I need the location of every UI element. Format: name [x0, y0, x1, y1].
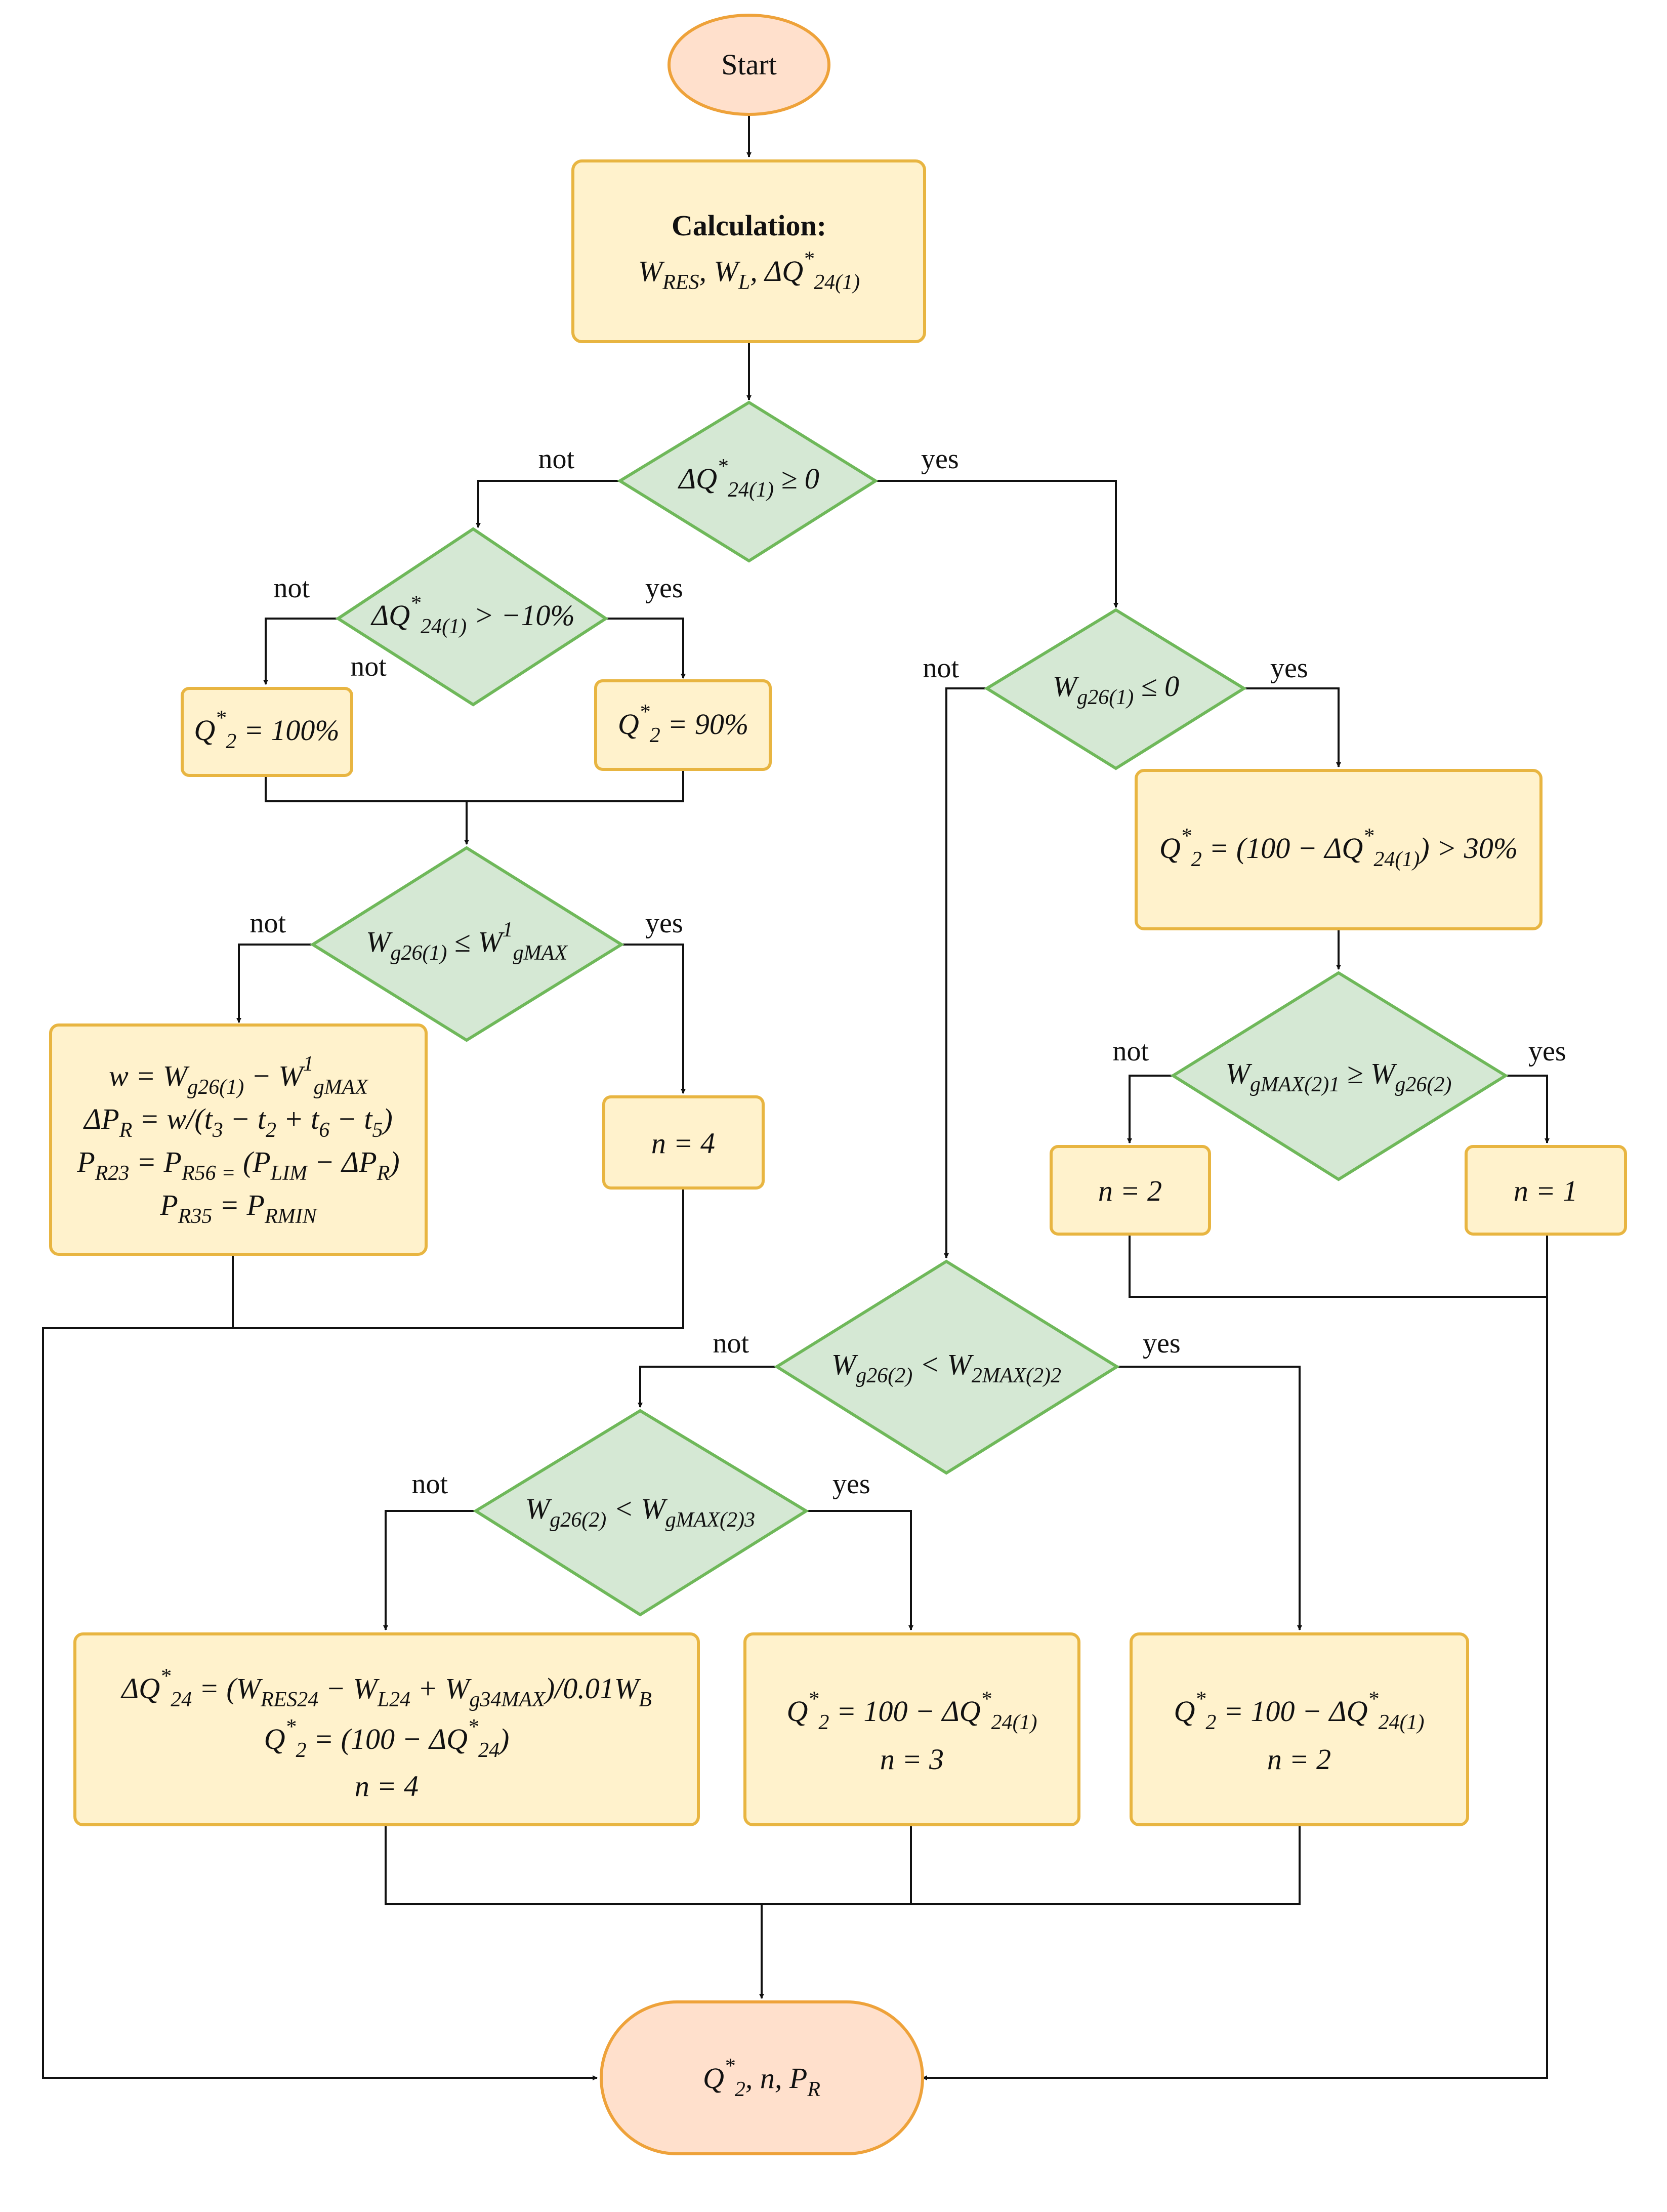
- calculation-box: Calculation: WRES, WL, ΔQ*24(1): [571, 159, 926, 343]
- process-bottom-left: ΔQ*24 = (WRES24 − WL24 + Wg34MAX)/0.01WB…: [73, 1632, 700, 1826]
- end-node: Q*2, n, PR: [600, 2000, 924, 2155]
- bottom-middle-line-1: Q*2 = 100 − ΔQ*24(1): [786, 1688, 1037, 1734]
- edge-d7-no: [383, 1510, 476, 1630]
- left-line-1: w = Wg26(1) − W1gMAX: [109, 1052, 369, 1099]
- d1-condition: ΔQ*24(1) ≥ 0: [678, 455, 819, 502]
- bottom-left-line-3: n = 4: [355, 1770, 419, 1803]
- q-100-text: Q*2 = 100%: [194, 707, 339, 753]
- bottom-right-line-2: n = 2: [1267, 1743, 1331, 1776]
- left-line-2: ΔPR = w/(t3 − t2 + t6 − t5): [83, 1102, 393, 1142]
- n-2-top-text: n = 2: [1098, 1174, 1162, 1207]
- edge-left-end: [42, 1327, 598, 2080]
- d1-no-label: not: [538, 443, 574, 475]
- start-node: Start: [668, 14, 830, 116]
- edge-d6-no: [638, 1366, 777, 1408]
- n-4-top-text: n = 4: [651, 1127, 715, 1160]
- decision-d5: WgMAX(2)1 ≥ Wg26(2) not yes: [1112, 971, 1566, 1181]
- bottom-right-line-1: Q*2 = 100 − ΔQ*24(1): [1174, 1688, 1424, 1734]
- decision-d2: ΔQ*24(1) > −10% not yes not: [273, 527, 683, 707]
- calculation-vars: WRES, WL, ΔQ*24(1): [638, 248, 860, 294]
- process-left-calculation: w = Wg26(1) − W1gMAX ΔPR = w/(t3 − t2 + …: [49, 1023, 428, 1256]
- edge-right-end: [922, 1234, 1548, 2080]
- d6-no-label: not: [713, 1328, 749, 1359]
- bottom-left-line-1: ΔQ*24 = (WRES24 − WL24 + Wg34MAX)/0.01WB: [120, 1665, 652, 1711]
- d3-no-label: not: [249, 908, 286, 939]
- process-bottom-middle: Q*2 = 100 − ΔQ*24(1) n = 3: [743, 1632, 1080, 1826]
- d6-condition: Wg26(2) < W2MAX(2)2: [831, 1348, 1061, 1387]
- process-n-2-top: n = 2: [1050, 1145, 1211, 1236]
- edge-d4-no: [944, 687, 987, 1258]
- decision-d6: Wg26(2) < W2MAX(2)2 not yes: [713, 1259, 1181, 1475]
- edge-d5-no: [1127, 1075, 1173, 1143]
- decision-d3: Wg26(1) ≤ W1gMAX not yes: [249, 846, 683, 1042]
- edge-d1-yes: [876, 480, 1118, 608]
- edge-d5-yes: [1506, 1075, 1550, 1143]
- d2-yes-label: yes: [645, 572, 683, 604]
- connectors: [42, 115, 1550, 2080]
- edge-d7-yes: [806, 1510, 913, 1630]
- d2-condition: ΔQ*24(1) > −10%: [370, 592, 575, 638]
- process-q-30: Q*2 = (100 − ΔQ*24(1)) > 30%: [1135, 769, 1543, 930]
- d5-yes-label: yes: [1528, 1036, 1566, 1067]
- process-q-90: Q*2 = 90%: [594, 679, 772, 771]
- process-n-1: n = 1: [1465, 1145, 1627, 1236]
- edge-d2-no: [263, 618, 338, 685]
- process-q-100: Q*2 = 100%: [181, 687, 353, 777]
- d2-no-label: not: [273, 572, 310, 604]
- edge-d4-yes: [1244, 687, 1341, 767]
- d7-no-label: not: [411, 1468, 448, 1500]
- d2-extra-no-label: not: [350, 651, 387, 682]
- d1-yes-label: yes: [921, 443, 959, 475]
- d3-yes-label: yes: [645, 908, 683, 939]
- start-label: Start: [721, 48, 777, 81]
- d4-condition: Wg26(1) ≤ 0: [1053, 670, 1179, 709]
- end-label: Q*2, n, PR: [703, 2055, 820, 2101]
- left-line-3: PR23 = PR56 = (PLIM − ΔPR): [76, 1145, 399, 1185]
- edge-d2-yes: [606, 618, 686, 679]
- edge-merge-q: [265, 769, 684, 802]
- decision-d7: Wg26(2) < WgMAX(2)3 not yes: [411, 1409, 870, 1617]
- process-n-4-top: n = 4: [602, 1095, 765, 1190]
- d5-no-label: not: [1112, 1036, 1149, 1067]
- edge-merge-left: [232, 1188, 684, 1329]
- edge-d3-yes: [621, 944, 686, 1094]
- edge-d3-no: [236, 944, 313, 1023]
- decision-d1: ΔQ*24(1) ≥ 0 not yes: [538, 400, 959, 563]
- bottom-left-line-2: Q*2 = (100 − ΔQ*24): [264, 1715, 510, 1762]
- left-line-4: PR35 = PRMIN: [159, 1189, 317, 1228]
- edge-merge-right: [1129, 1234, 1547, 1298]
- process-bottom-right: Q*2 = 100 − ΔQ*24(1) n = 2: [1130, 1632, 1469, 1826]
- calculation-heading: Calculation:: [672, 209, 826, 242]
- d4-no-label: not: [923, 652, 959, 684]
- edge-d6-yes: [1117, 1366, 1302, 1630]
- d7-yes-label: yes: [832, 1468, 870, 1500]
- decision-d4: Wg26(1) ≤ 0 not yes: [923, 608, 1308, 770]
- edge-merge-bottom: [385, 1825, 1301, 1905]
- bottom-middle-line-2: n = 3: [880, 1743, 944, 1776]
- d4-yes-label: yes: [1270, 652, 1308, 684]
- q-30-text: Q*2 = (100 − ΔQ*24(1)) > 30%: [1159, 825, 1518, 871]
- d5-condition: WgMAX(2)1 ≥ Wg26(2): [1226, 1057, 1452, 1096]
- d7-condition: Wg26(2) < WgMAX(2)3: [525, 1492, 755, 1532]
- d6-yes-label: yes: [1143, 1328, 1181, 1359]
- d3-condition: Wg26(1) ≤ W1gMAX: [366, 918, 568, 965]
- n-1-text: n = 1: [1514, 1174, 1577, 1207]
- edge-d1-no: [476, 480, 620, 528]
- q-90-text: Q*2 = 90%: [618, 701, 748, 747]
